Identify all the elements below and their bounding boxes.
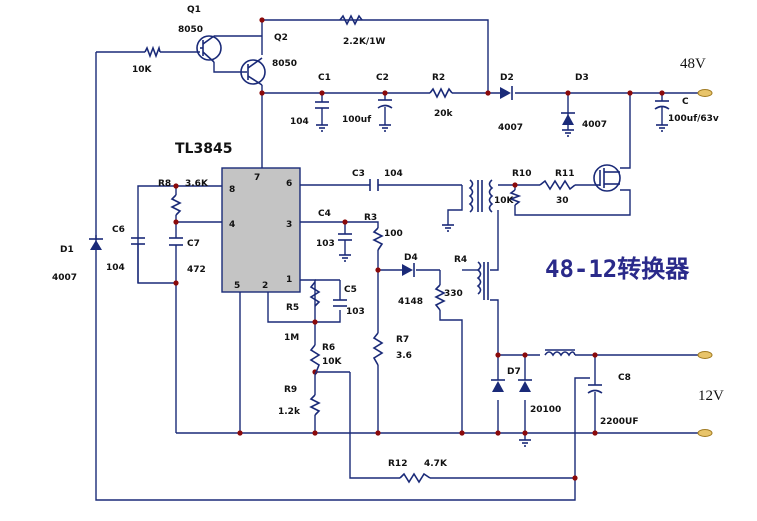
label-r3: R3 [364,213,377,223]
chip-tl3845: TL3845 7 8 4 6 3 5 2 1 [175,141,301,293]
label-r12-val: 4.7K [424,459,448,469]
label-c4-val: 103 [316,239,335,249]
label-c3: C3 [352,169,365,179]
label-r5: R5 [286,303,299,313]
diagram-title: 48-12转换器 [545,255,690,283]
component-labels: Q1 8050 Q2 8050 2.2K/1W 10K C1 104 C2 10… [52,5,719,469]
capacitors [131,99,670,394]
transistor-q1 [196,35,262,63]
label-d1: D1 [60,245,74,255]
label-r4-val: 330 [444,289,463,299]
terminals [697,89,713,437]
label-c6-val: 104 [106,263,125,273]
diodes [89,86,575,392]
label-d7: D7 [507,367,521,377]
pin-6-label: 6 [286,179,292,189]
label-r10-val: 10K [494,196,515,206]
label-q2: Q2 [274,33,288,43]
pin-8-label: 8 [229,185,235,195]
label-q1: Q1 [187,5,201,15]
pin-2-label: 2 [262,281,268,291]
ground-symbols [316,124,668,447]
transistor-q2 [240,57,266,86]
label-r8: R8 [158,179,171,189]
label-d7-val: 20100 [530,405,561,415]
pin-7-label: 7 [254,173,260,183]
pin-5-label: 5 [234,281,240,291]
label-r11: R11 [555,169,574,179]
label-c2-val: 100uf [342,115,371,125]
label-c5-val: 103 [346,307,365,317]
label-d1-val: 4007 [52,273,77,283]
transformers [468,179,576,357]
mosfet [593,164,621,192]
label-c8: C8 [618,373,631,383]
label-d2: D2 [500,73,514,83]
pin-4-label: 4 [229,220,235,230]
label-c4: C4 [318,209,331,219]
label-c1: C1 [318,73,331,83]
label-r-10k-top: 10K [132,65,153,75]
label-c7-val: 472 [187,265,206,275]
label-r9-val: 1.2k [278,407,301,417]
label-c8-val: 2200UF [600,417,639,427]
pin-3-label: 3 [286,220,292,230]
wires [95,19,700,501]
label-r12: R12 [388,459,407,469]
label-c2: C2 [376,73,389,83]
junction-dots [173,17,665,481]
chip-name: TL3845 [175,141,232,157]
label-d3: D3 [575,73,589,83]
label-r7: R7 [396,335,409,345]
label-c-out: C [682,97,689,107]
label-r11-val: 30 [556,196,569,206]
label-r4: R4 [454,255,467,265]
label-r3-val: 100 [384,229,403,239]
label-c1-val: 104 [290,117,309,127]
label-r2-val: 20k [434,109,454,119]
label-r8-val: 3.6K [185,179,209,189]
label-r2: R2 [432,73,445,83]
label-r9: R9 [284,385,297,395]
label-c6: C6 [112,225,125,235]
label-r5-val: 1M [284,333,299,343]
label-r6-val: 10K [322,357,343,367]
label-r6: R6 [322,343,335,353]
label-c7: C7 [187,239,200,249]
label-c3-val: 104 [384,169,403,179]
label-r-top: 2.2K/1W [343,37,385,47]
label-d4-val: 4148 [398,297,423,307]
label-r10: R10 [512,169,531,179]
output-voltage-label: 12V [698,388,724,404]
label-d2-val: 4007 [498,123,523,133]
pin-1-label: 1 [286,275,292,285]
label-r7-val: 3.6 [396,351,412,361]
label-c5: C5 [344,285,357,295]
label-d3-val: 4007 [582,120,607,130]
label-q1-type: 8050 [178,25,203,35]
label-q2-type: 8050 [272,59,297,69]
input-voltage-label: 48V [680,56,706,72]
label-d4: D4 [404,253,418,263]
label-c-out-val: 100uf/63v [668,114,719,124]
resistors [144,14,576,484]
